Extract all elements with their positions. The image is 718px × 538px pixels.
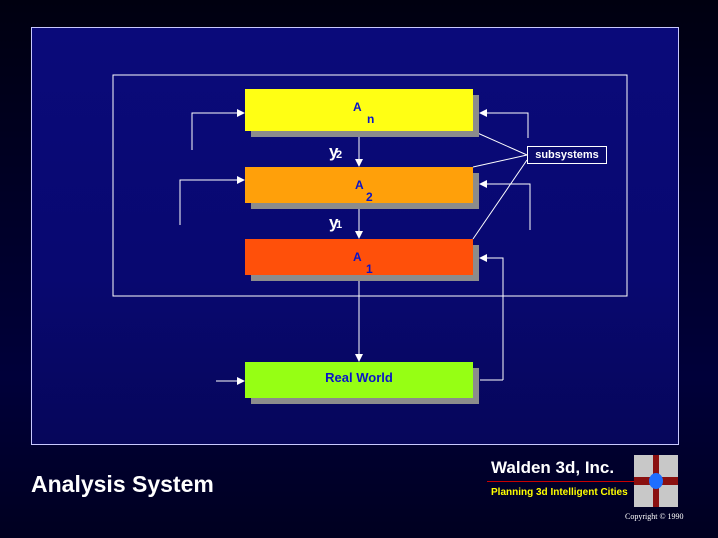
box-a2-subscript: 2 [366,190,373,204]
real-world-box: Real World [245,362,473,398]
box-a1-subscript: 1 [366,262,373,276]
transition-y2-label: y [329,142,339,161]
transition-y2-subscript: 2 [336,149,343,161]
box-a1-label: A [353,250,362,264]
system-box-an: A n [245,89,473,131]
transition-y1-label: y [329,213,339,232]
subsystem-frame [112,74,628,297]
callout-line-an [472,130,528,156]
slide-title: Analysis System [31,471,214,497]
callout-line-a2 [472,154,528,168]
box-a2-label: A [355,178,364,192]
right-feedback-a1 [479,254,504,380]
walden-logo-icon [634,455,678,507]
company-tagline: Planning 3d Intelligent Cities [491,487,628,498]
company-name: Walden 3d, Inc. [491,458,615,477]
left-feedback-a2 [179,176,245,225]
right-feedback-a2 [479,180,531,230]
transition-y1-subscript: 1 [336,219,343,231]
system-box-a2: A 2 [245,167,473,204]
copyright-notice: Copyright © 1990 [625,512,684,521]
company-divider [487,481,677,482]
left-feedback-an [191,109,245,150]
subsystems-callout: subsystems [527,146,607,164]
callout-line-a1 [472,159,528,240]
right-feedback-an [479,109,529,138]
box-an-subscript: n [367,112,375,126]
box-an-label: A [353,100,362,114]
real-world-label: Real World [325,370,393,385]
system-box-a1: A 1 [245,239,473,276]
